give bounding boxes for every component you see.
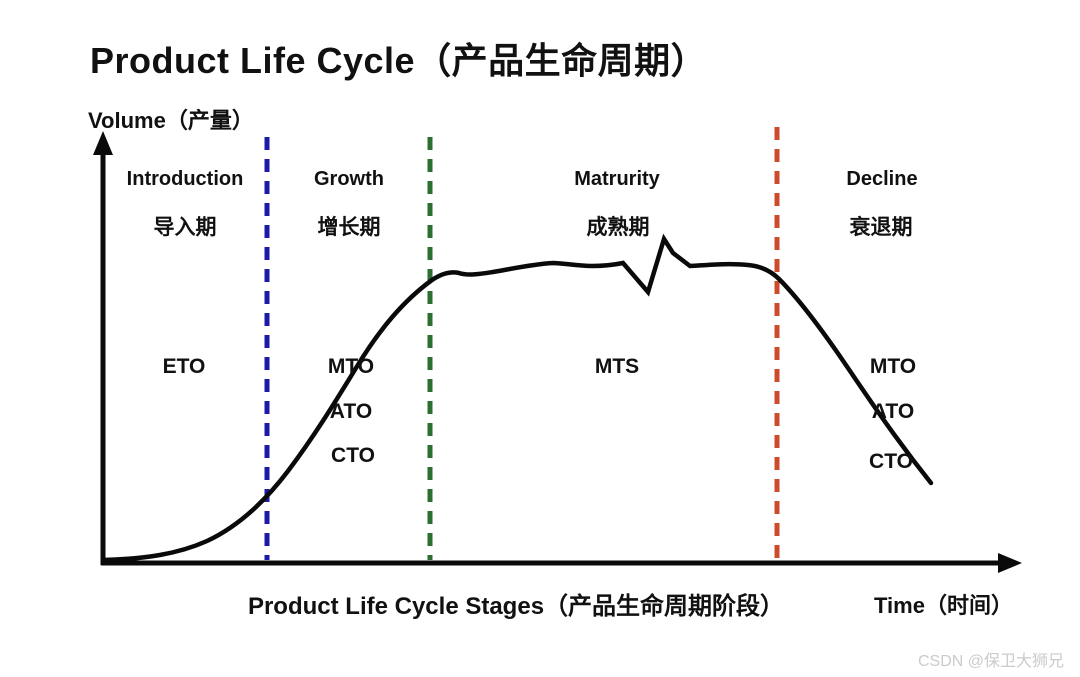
stage-introduction-label-zh: 导入期 [153,216,217,239]
mode-label-maturity-mts: MTS [594,355,640,378]
stage-growth-label-en: Growth [314,168,384,190]
mode-label-growth-cto: CTO [331,444,375,467]
mode-label-intro-eto: ETO [162,355,206,378]
page-title: Product Life Cycle（产品生命周期） [90,40,708,81]
x-axis-arrowhead [998,553,1022,573]
stage-growth-label-zh: 增长期 [317,216,381,239]
csdn-watermark: CSDN @保卫大狮兄 [917,653,1064,670]
stage-decline-label-zh: 衰退期 [849,216,913,239]
y-axis-label: Volume（产量） [88,108,254,133]
x-axis-label: Time（时间） [874,593,1013,618]
stage-decline-label-en: Decline [846,168,918,190]
x-axis-caption: Product Life Cycle Stages（产品生命周期阶段） [247,593,785,620]
mode-label-decline-cto: CTO [869,450,913,473]
life-cycle-curve [100,233,934,563]
mode-label-decline-ato: ATO [871,400,915,423]
mode-label-decline-mto: MTO [869,355,917,378]
mode-label-growth-mto: MTO [327,355,375,378]
stage-maturity-label-en: Matrurity [574,168,660,190]
y-axis-arrowhead [93,131,113,155]
stage-introduction-label-en: Introduction [126,168,244,190]
mode-label-growth-ato: ATO [329,400,373,423]
stage-maturity-label-zh: 成熟期 [586,216,650,239]
